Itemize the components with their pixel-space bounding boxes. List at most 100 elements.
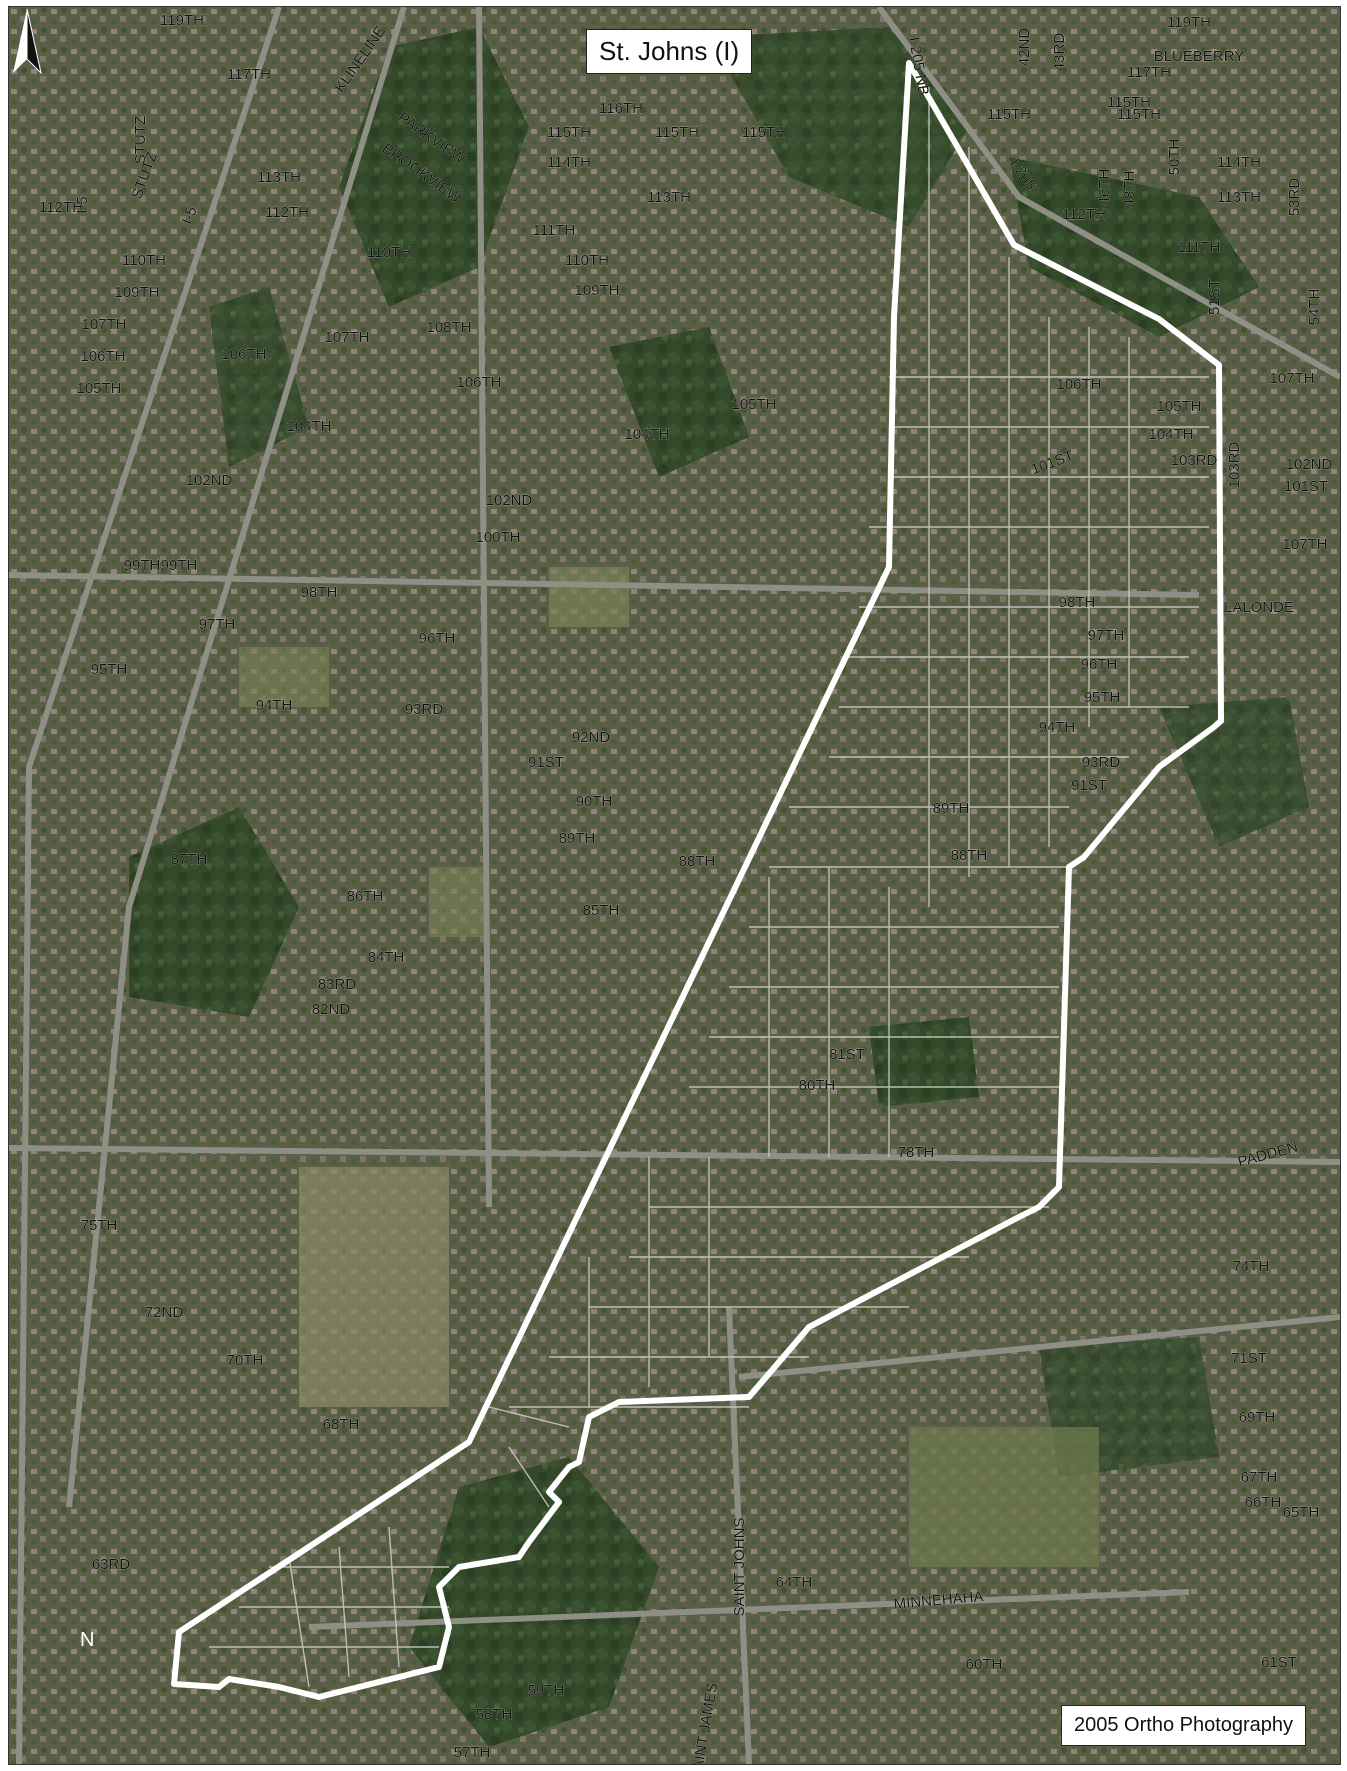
street-label: 113TH [257, 169, 301, 186]
street-label: 98TH [301, 584, 338, 601]
street-label: 113TH [647, 189, 691, 206]
street-label: 59TH [528, 1682, 565, 1699]
street-label: 82ND [312, 1001, 351, 1018]
street-label: 64TH [776, 1574, 813, 1591]
street-label: 107TH [81, 316, 126, 333]
street-label: 42ND [1016, 28, 1033, 67]
street-label: 103RD [1226, 441, 1243, 488]
street-label: 70TH [227, 1352, 264, 1369]
street-label: SAINT JOHNS [731, 1518, 748, 1617]
street-label: 94TH [256, 697, 293, 714]
street-label: I-5 [179, 204, 201, 226]
north-label: N [80, 1629, 95, 1651]
street-label: 72ND [145, 1304, 184, 1321]
street-label: 99TH [124, 557, 161, 574]
street-label: 117TH [227, 66, 271, 83]
street-label: 105TH [1156, 398, 1201, 415]
street-label: 57TH [454, 1744, 491, 1761]
street-label: 91ST [1071, 777, 1107, 794]
street-label: 109TH [114, 284, 159, 301]
street-label: 80TH [799, 1077, 836, 1094]
north-arrow-icon [13, 8, 42, 75]
street-label: 90TH [576, 793, 613, 810]
street-label: 116TH [599, 100, 643, 117]
street-label: 51ST [1206, 279, 1223, 315]
street-label: 88TH [679, 853, 716, 870]
street-label: 87TH [171, 851, 208, 868]
street-label: 100TH [475, 529, 520, 546]
street-label: 98TH [1059, 594, 1096, 611]
street-label: 110TH [367, 244, 411, 261]
street-label: 110TH [565, 252, 609, 269]
street-label: 115TH [655, 124, 699, 141]
street-label: 115TH [547, 124, 591, 141]
street-label: 60TH [966, 1656, 1003, 1673]
street-label: BLUEBERRY [1154, 48, 1245, 65]
street-label: 63RD [92, 1556, 131, 1573]
street-label: 75TH [81, 1217, 118, 1234]
street-label: 106TH [456, 374, 501, 391]
street-label: 102ND [486, 492, 533, 509]
street-label: 95TH [1084, 689, 1121, 706]
street-label: 107TH [1269, 370, 1314, 387]
street-label: 61ST [1261, 1654, 1297, 1671]
study-area-boundary[interactable] [171, 60, 1224, 1700]
street-label: 85TH [583, 902, 620, 919]
street-label: 105TH [731, 396, 776, 413]
street-label: 104TH [624, 426, 669, 443]
street-label: 114TH [1217, 154, 1261, 171]
street-label: 112TH [39, 199, 83, 216]
street-label: 84TH [368, 949, 405, 966]
street-label: 46TH [1096, 169, 1113, 206]
street-label: 103RD [1171, 452, 1218, 469]
street-label: STUTZ [132, 116, 149, 164]
street-label: 94TH [1039, 719, 1076, 736]
street-label: 107TH [1282, 536, 1327, 553]
street-label: 96TH [419, 630, 456, 647]
street-label: 71ST [1231, 1350, 1267, 1367]
street-label: 68TH [323, 1416, 360, 1433]
open-fields [239, 567, 1099, 1567]
street-label: 104TH [286, 418, 331, 435]
photo-credit: 2005 Ortho Photography [1061, 1705, 1307, 1746]
street-label: 102ND [1286, 456, 1333, 473]
street-label: 74TH [1233, 1258, 1270, 1275]
street-label: 65TH [1283, 1504, 1320, 1521]
street-label: 92ND [572, 729, 611, 746]
street-label: 115TH [742, 124, 786, 141]
map-title: St. Johns (I) [586, 29, 753, 74]
street-label: 114TH [547, 154, 591, 171]
street-label: 54TH [1306, 289, 1323, 326]
street-label: 83RD [318, 976, 357, 993]
street-label: 78TH [898, 1144, 935, 1161]
street-label: 110TH [122, 252, 166, 269]
street-label: 107TH [324, 329, 369, 346]
street-label: 50TH [1166, 139, 1183, 176]
street-label: 119TH [1167, 14, 1211, 31]
street-label: 108TH [426, 319, 471, 336]
street-label: 97TH [199, 616, 236, 633]
street-label: 53RD [1286, 178, 1303, 217]
street-label: 115TH [1117, 106, 1161, 123]
street-label: 66TH [1245, 1494, 1282, 1511]
street-label: 112TH [1062, 206, 1106, 223]
street-label: 119TH [160, 12, 204, 29]
street-label: 95TH [91, 661, 128, 678]
street-label: 106TH [80, 348, 125, 365]
street-label: 102ND [186, 472, 233, 489]
major-roads [9, 7, 1340, 1764]
street-label: 106TH [1056, 376, 1101, 393]
street-label: 111TH [1178, 239, 1221, 256]
street-label: 69TH [1239, 1409, 1276, 1426]
street-label: 93RD [405, 701, 444, 718]
street-label: 89TH [559, 830, 596, 847]
street-label: 105TH [76, 380, 121, 397]
street-label: 43RD [1051, 33, 1068, 72]
street-label: 93RD [1082, 754, 1121, 771]
street-label: 115TH [1107, 94, 1151, 111]
street-label: 106TH [221, 346, 266, 363]
street-label: 67TH [1241, 1469, 1278, 1486]
street-label: 115TH [987, 106, 1031, 123]
